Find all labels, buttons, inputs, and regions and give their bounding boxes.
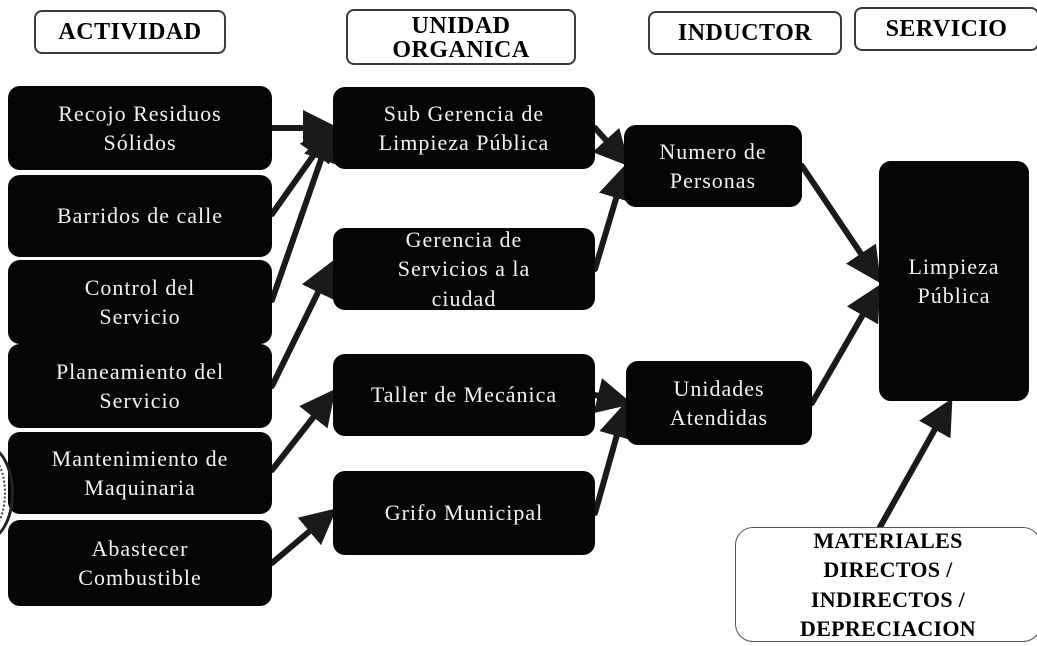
driver-numero-personas: Numero de Personas bbox=[624, 125, 802, 207]
arrow-materiales-to-limpieza bbox=[877, 398, 953, 530]
arrow-gerencia-to-numero bbox=[592, 163, 634, 272]
header-unidad-organica: UNIDAD ORGANICA bbox=[346, 9, 576, 65]
header-actividad: ACTIVIDAD bbox=[34, 10, 226, 54]
unit-grifo-municipal: Grifo Municipal bbox=[333, 471, 595, 555]
activity-mantenimiento-maquinaria: Mantenimiento de Maquinaria bbox=[8, 432, 272, 514]
arrow-subgerencia-to-numero bbox=[592, 125, 631, 167]
arrow-taller-to-unidades bbox=[592, 378, 633, 414]
activity-barridos-calle: Barridos de calle bbox=[8, 175, 272, 257]
activity-control-servicio: Control del Servicio bbox=[8, 260, 272, 344]
unit-taller-mecanica: Taller de Mecánica bbox=[333, 354, 595, 436]
service-limpieza-publica: Limpieza Pública bbox=[879, 161, 1029, 401]
arrow-abastecer-to-grifo bbox=[269, 508, 337, 566]
unit-sub-gerencia-limpieza: Sub Gerencia de Limpieza Pública bbox=[333, 87, 595, 169]
arrow-grifo-to-unidades bbox=[592, 401, 635, 516]
header-inductor: INDUCTOR bbox=[648, 11, 842, 55]
arrow-mantenimiento-to-taller bbox=[269, 388, 336, 473]
arrow-control-to-subgerencia bbox=[269, 125, 339, 303]
activity-recojo-residuos: Recojo Residuos Sólidos bbox=[8, 86, 272, 170]
arrow-unidades-to-limpieza bbox=[809, 284, 881, 406]
activity-planeamiento-servicio: Planeamiento del Servicio bbox=[8, 344, 272, 428]
activity-abastecer-combustible: Abastecer Combustible bbox=[8, 520, 272, 606]
arrow-barridos-to-subgerencia bbox=[269, 124, 336, 217]
unit-gerencia-servicios: Gerencia de Servicios a la ciudad bbox=[333, 227, 595, 311]
driver-unidades-atendidas: Unidades Atendidas bbox=[626, 361, 812, 445]
arrow-planeamiento-to-gerencia bbox=[269, 259, 335, 389]
materiales-box: MATERIALES DIRECTOS / INDIRECTOS / DEPRE… bbox=[735, 527, 1037, 642]
header-servicio: SERVICIO bbox=[854, 7, 1037, 51]
arrow-numero-to-limpieza bbox=[799, 163, 882, 284]
